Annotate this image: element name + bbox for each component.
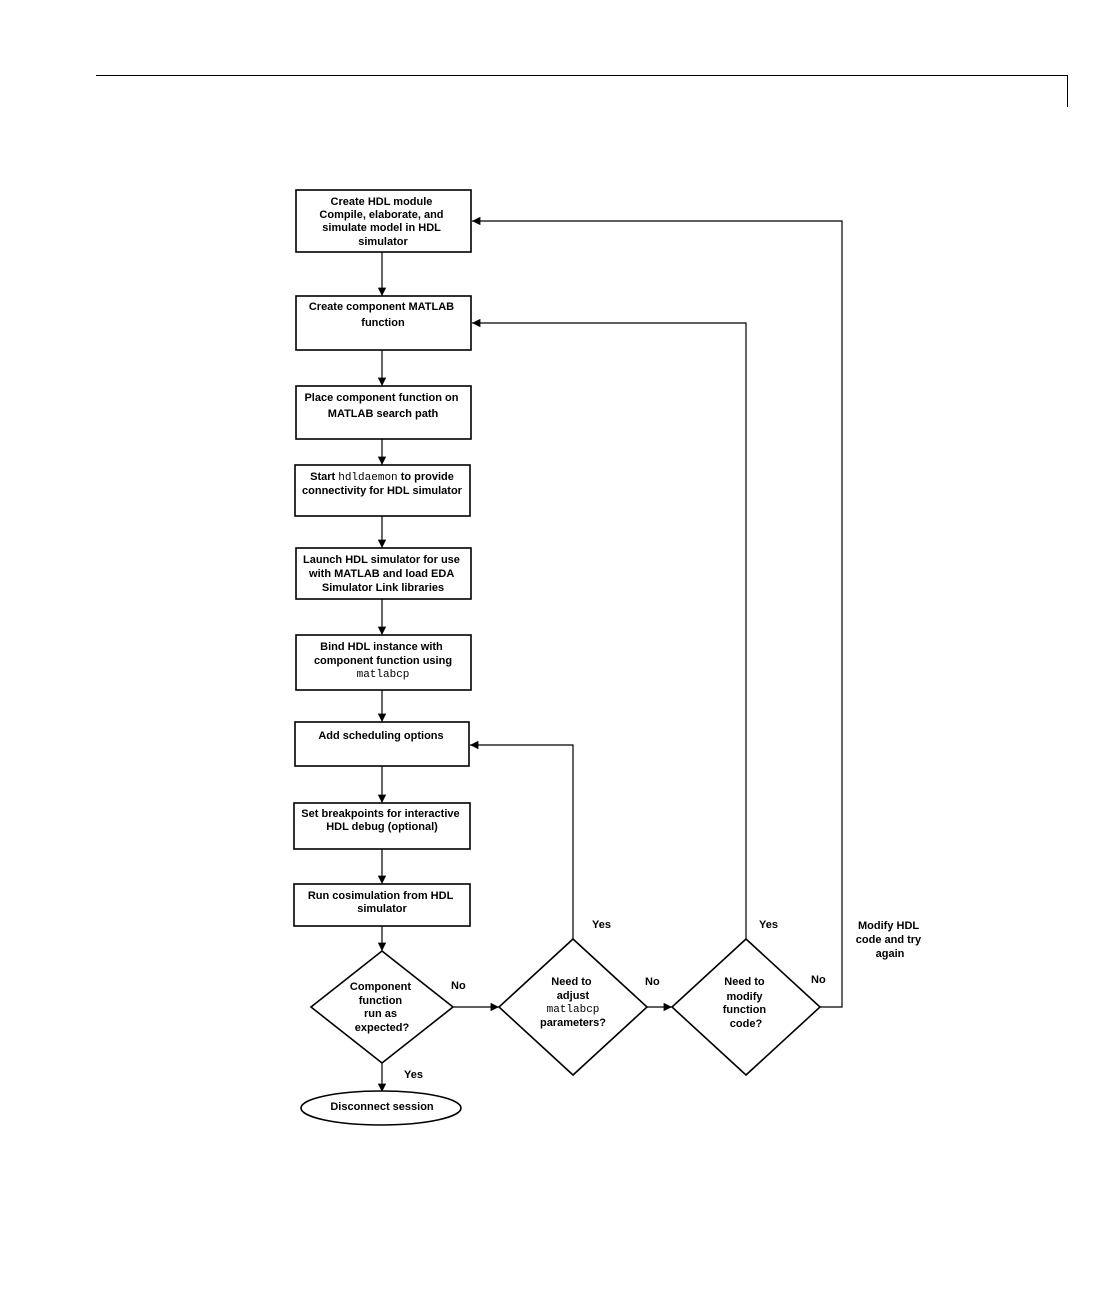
step-set-breakpoints: Set breakpoints for interactive HDL debu… <box>293 802 471 850</box>
step-line: Bind HDL instance with <box>320 641 443 653</box>
svg-text:Create component MATLAB: Create component MATLAB function <box>309 301 457 329</box>
step-create-component-function: Create component MATLAB function <box>295 295 472 351</box>
svg-text:Start hdldaemon to provide: Start hdldaemon to provide <box>310 471 454 484</box>
step-line: with MATLAB and load EDA <box>308 568 454 580</box>
svg-text:Create HDL module Comp: Create HDL module Compile, elaborate, an… <box>319 196 446 248</box>
decision-modify-code: Need to modify function code? <box>670 937 822 1077</box>
loop-yes-modify-code <box>472 318 747 939</box>
step-line: Launch HDL simulator for use <box>303 554 460 566</box>
svg-text:Set breakpoints for interactiv: Set breakpoints for interactive HDL debu… <box>301 808 462 833</box>
matlabcp-code: matlabcp <box>357 669 410 681</box>
loop-yes-adjust-params <box>470 740 574 939</box>
step-line: Create HDL module <box>331 196 433 208</box>
step-place-on-path: Place component function on MATLAB searc… <box>295 385 472 440</box>
step-line: Run cosimulation from HDL <box>308 890 454 902</box>
decision-line: modify <box>726 991 763 1003</box>
svg-text:Bind HDL instance with: Bind HDL instance with component functio… <box>314 641 452 667</box>
decision-line: Need to <box>551 976 592 988</box>
loop-no-modify-hdl <box>472 216 843 1008</box>
decision-line: parameters? <box>540 1017 606 1029</box>
hdldaemon-code: hdldaemon <box>338 472 397 484</box>
edge-label-yes: Yes <box>759 919 778 931</box>
decision-line: adjust <box>557 990 590 1002</box>
svg-text:parameters?: parameters? <box>540 1017 606 1029</box>
terminal-label: Disconnect session <box>330 1101 434 1113</box>
decision-line: Component <box>350 981 411 993</box>
step-bind-instance: Bind HDL instance with component functio… <box>295 634 472 691</box>
svg-text:Need to modify: Need to modify function code? <box>723 976 769 1030</box>
svg-text:Need to adjust: Need to adjust <box>551 976 594 1002</box>
decision-line: Need to <box>724 976 765 988</box>
edge-label-no: No <box>451 980 466 992</box>
step-start-hdldaemon: Start hdldaemon to provide connectivity … <box>294 464 471 517</box>
step-line: Place component function on <box>304 392 458 404</box>
edge-label-yes: Yes <box>404 1069 423 1081</box>
step-run-cosimulation: Run cosimulation from HDL simulator <box>293 883 471 927</box>
svg-text:Modify HDL code and tr: Modify HDL code and try again <box>856 920 924 960</box>
decision-adjust-params: Need to adjust matlabcp parameters? <box>497 937 649 1077</box>
step-add-scheduling: Add scheduling options <box>294 721 470 767</box>
note-line: code and try <box>856 934 922 946</box>
svg-text:Add scheduling options: Add scheduling options <box>318 730 443 742</box>
matlabcp-code: matlabcp <box>547 1004 600 1016</box>
step-line: Simulator Link libraries <box>322 582 444 594</box>
decision-ran-as-expected: Component function run as expected? <box>309 949 455 1065</box>
step-line: simulate model in HDL <box>322 222 441 234</box>
edge-label-no: No <box>645 976 660 988</box>
decision-line: run as <box>364 1008 397 1020</box>
header-rule <box>96 75 1068 76</box>
terminal-disconnect-session: Disconnect session <box>300 1090 462 1126</box>
step-line: HDL debug (optional) <box>326 821 438 833</box>
decision-line: expected? <box>355 1022 410 1034</box>
step-line: component function using <box>314 655 452 667</box>
svg-text:Run cosimulation from HDL: Run cosimulation from HDL simulator <box>308 890 456 915</box>
step-line: connectivity for HDL simulator <box>302 485 463 497</box>
step-line: Create component MATLAB <box>309 301 454 313</box>
step-line: MATLAB search path <box>328 408 439 420</box>
step-line: simulator <box>357 903 407 915</box>
note-line: again <box>876 948 905 960</box>
note-modify-hdl: Modify HDL code and try again <box>856 920 924 960</box>
edge-label-yes: Yes <box>592 919 611 931</box>
svg-text:connectivity for HDL simulator: connectivity for HDL simulator <box>302 485 463 497</box>
svg-text:Launch HDL simulator for use: Launch HDL simulator for use with MATLAB… <box>303 554 463 594</box>
step-text: Start <box>310 471 338 483</box>
step-line: Compile, elaborate, and <box>319 209 443 221</box>
note-line: Modify HDL <box>858 920 919 932</box>
step-create-hdl-module: Create HDL module Compile, elaborate, an… <box>295 189 472 253</box>
step-launch-simulator: Launch HDL simulator for use with MATLAB… <box>295 547 472 600</box>
step-line: Set breakpoints for interactive <box>301 808 459 820</box>
svg-text:Place component function on: Place component function on MATLAB searc… <box>304 392 461 420</box>
decision-line: function <box>723 1004 767 1016</box>
step-line: Add scheduling options <box>318 730 443 742</box>
header-rule-tick <box>1067 75 1068 107</box>
step-line: function <box>361 317 405 329</box>
step-text: to provide <box>398 471 454 483</box>
decision-line: function <box>359 995 403 1007</box>
svg-text:Component function: Component function run as expected? <box>350 981 414 1034</box>
edge-label-no: No <box>811 974 826 986</box>
decision-line: code? <box>730 1018 763 1030</box>
step-line: simulator <box>358 236 408 248</box>
